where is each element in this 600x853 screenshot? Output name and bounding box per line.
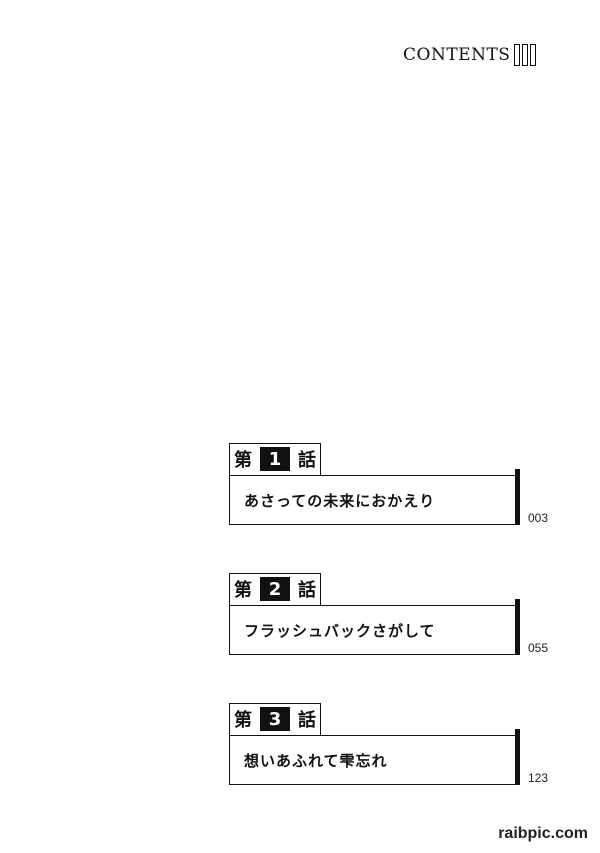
chapter-title: あさっての未来におかえり <box>229 475 516 525</box>
chapter-entry-2[interactable]: 第 2 話 フラッシュバックさがして 055 <box>229 573 548 673</box>
ornament-bar <box>514 44 521 66</box>
chapter-divider <box>515 729 520 785</box>
chapter-title: 想いあふれて雫忘れ <box>229 735 516 785</box>
chapter-prefix: 第 <box>234 580 252 601</box>
chapter-divider <box>515 469 520 525</box>
contents-title: CONTENTS <box>403 45 511 65</box>
chapter-suffix: 話 <box>298 710 316 731</box>
chapter-number: 2 <box>260 577 290 601</box>
ornament-bar <box>522 44 529 66</box>
chapter-divider <box>515 599 520 655</box>
chapter-title: フラッシュバックさがして <box>229 605 516 655</box>
contents-header: CONTENTS <box>403 44 537 66</box>
chapter-suffix: 話 <box>298 580 316 601</box>
chapter-badge: 第 1 話 <box>229 443 321 475</box>
ornament-bar <box>530 44 537 66</box>
chapter-page-number: 123 <box>528 771 549 785</box>
chapter-badge: 第 2 話 <box>229 573 321 605</box>
chapter-prefix: 第 <box>234 710 252 731</box>
chapter-suffix: 話 <box>298 450 316 471</box>
chapter-number: 1 <box>260 447 290 471</box>
chapter-entry-3[interactable]: 第 3 話 想いあふれて雫忘れ 123 <box>229 703 548 803</box>
contents-ornament <box>514 44 537 66</box>
chapter-page-number: 003 <box>528 511 549 525</box>
chapter-number: 3 <box>260 707 290 731</box>
chapter-badge: 第 3 話 <box>229 703 321 735</box>
chapter-page-number: 055 <box>528 641 549 655</box>
watermark-text: raibpic.com <box>498 825 588 842</box>
chapter-entry-1[interactable]: 第 1 話 あさっての未来におかえり 003 <box>229 443 548 543</box>
chapter-prefix: 第 <box>234 450 252 471</box>
